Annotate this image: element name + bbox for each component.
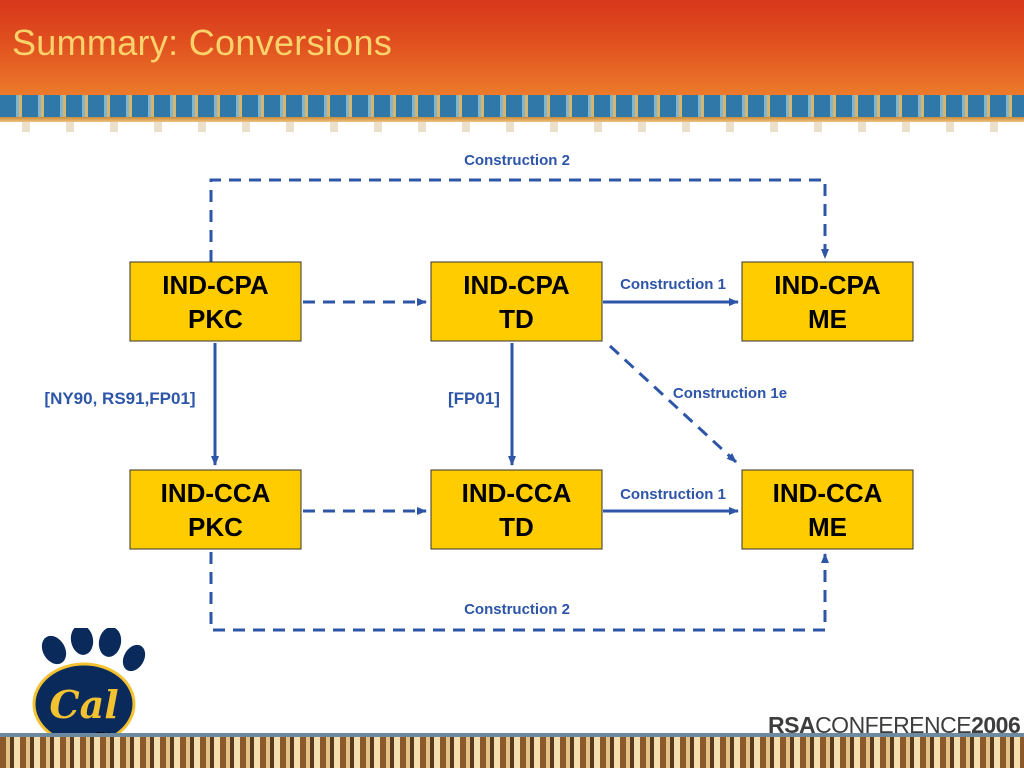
node-cpa-me: IND-CPA ME — [741, 261, 914, 342]
decorative-band-top-edge — [0, 117, 1024, 122]
node-cca-td: IND-CCA TD — [430, 469, 603, 550]
node-label-line1: IND-CCA — [773, 478, 883, 508]
rsa-prefix: RSA — [768, 712, 816, 738]
label-cpa-construction1: Construction 1 — [620, 276, 726, 293]
slide-title: Summary: Conversions — [12, 22, 393, 63]
node-label-line2: TD — [499, 304, 534, 334]
label-construction1e: Construction 1e — [673, 385, 787, 402]
node-label-line1: IND-CPA — [774, 270, 881, 300]
node-label-line2: ME — [808, 512, 847, 542]
decorative-band-bottom — [0, 737, 1024, 768]
node-cpa-td: IND-CPA TD — [430, 261, 603, 342]
node-cca-pkc: IND-CCA PKC — [129, 469, 302, 550]
node-cpa-pkc: IND-CPA PKC — [129, 261, 302, 342]
rsa-conference-name: CONFERENCE — [815, 712, 972, 738]
edge-bottom-construction2 — [209, 552, 829, 632]
node-label-line2: ME — [808, 304, 847, 334]
node-cca-me: IND-CCA ME — [741, 469, 914, 550]
cal-logo-text: Cal — [49, 682, 118, 727]
node-label-line2: TD — [499, 512, 534, 542]
rsa-year: 2006 — [971, 712, 1021, 738]
node-label-line2: PKC — [188, 304, 243, 334]
node-label-line1: IND-CCA — [161, 478, 271, 508]
decorative-band-bottom-edge — [0, 733, 1024, 737]
rsa-conference-logo: RSACONFERENCE2006 — [768, 712, 1021, 739]
label-top-construction2: Construction 2 — [464, 152, 570, 169]
label-bottom-construction2: Construction 2 — [464, 601, 570, 618]
decorative-tick-row — [0, 122, 1024, 132]
edge-cpa-td-to-cca-me — [608, 344, 738, 464]
node-label-line1: IND-CPA — [162, 270, 269, 300]
label-pkc-citation: [NY90, RS91,FP01] — [44, 389, 195, 408]
label-td-citation: [FP01] — [448, 389, 500, 408]
label-cca-construction1: Construction 1 — [620, 486, 726, 503]
node-label-line2: PKC — [188, 512, 243, 542]
node-label-line1: IND-CCA — [462, 478, 572, 508]
header-bar: Summary: Conversions — [0, 0, 1024, 95]
cal-paw-logo: Cal — [32, 628, 146, 746]
decorative-band-top — [0, 95, 1024, 117]
node-label-line1: IND-CPA — [463, 270, 570, 300]
edge-top-construction2 — [209, 178, 829, 262]
